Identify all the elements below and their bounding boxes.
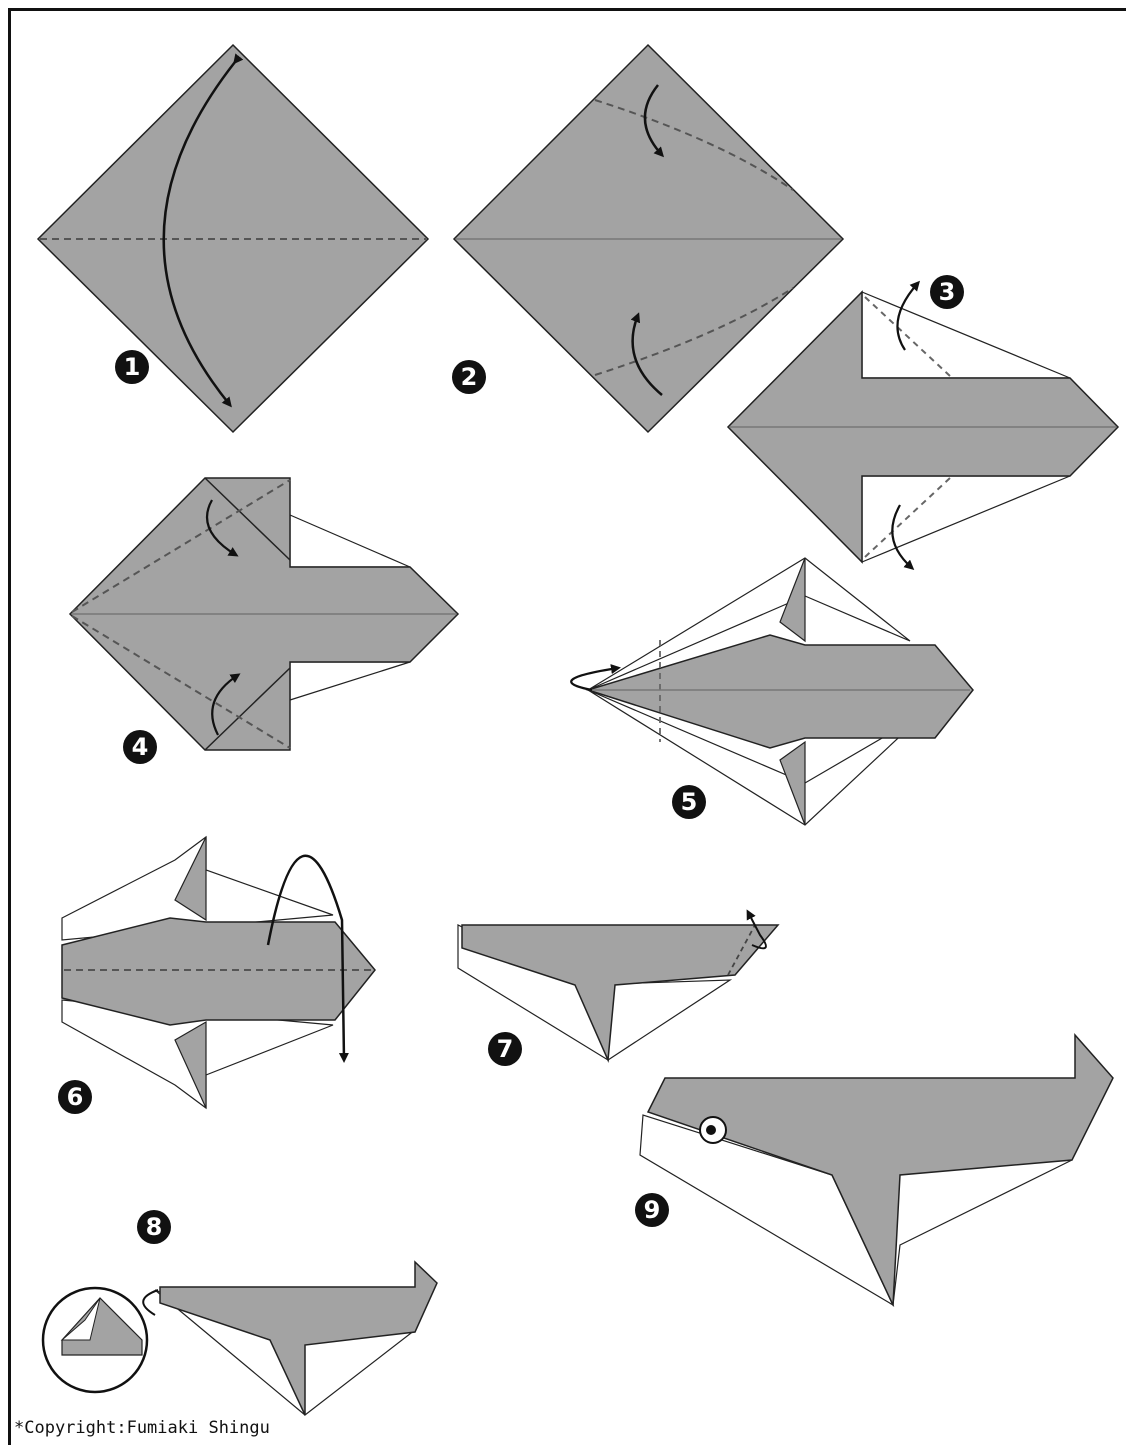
step-5-figure [571, 558, 973, 825]
step-number-3: 3 [930, 275, 964, 309]
step-number-2: 2 [452, 360, 486, 394]
step-number-6: 6 [58, 1080, 92, 1114]
step-number-4: 4 [123, 730, 157, 764]
fold-arrow [143, 1290, 158, 1315]
step-number-1: 1 [115, 350, 149, 384]
step-6-figure [62, 837, 375, 1108]
step-number-9: 9 [635, 1193, 669, 1227]
step-4-figure [70, 478, 458, 750]
step-3-figure [728, 283, 1118, 568]
step-number-8: 8 [137, 1210, 171, 1244]
step-1-figure [38, 45, 428, 432]
step-8-figure [43, 1262, 437, 1415]
copyright-notice: *Copyright:Fumiaki Shingu [14, 1418, 270, 1438]
detail-inset [43, 1288, 147, 1392]
step-number-7: 7 [488, 1032, 522, 1066]
whale-eye [700, 1117, 726, 1143]
step-9-figure [640, 1035, 1113, 1305]
step-number-5: 5 [672, 785, 706, 819]
